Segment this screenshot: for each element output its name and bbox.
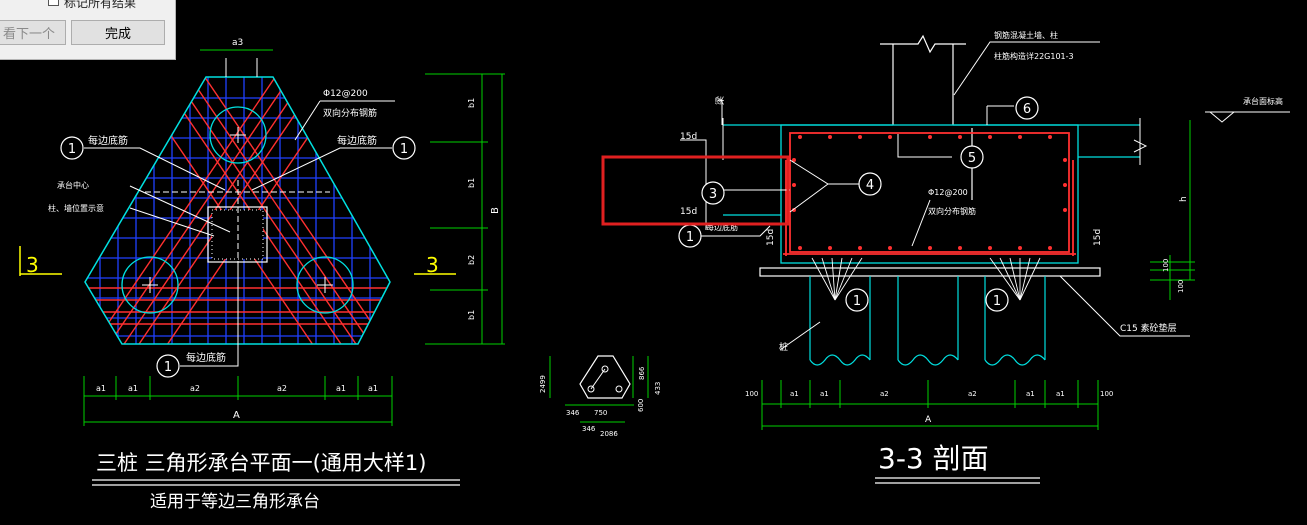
dim-15d: 15d <box>680 207 697 217</box>
edge-bar-label: 每边底筋 <box>88 134 128 147</box>
callout-1: 1 <box>400 142 408 157</box>
dim-b1: b1 <box>467 310 476 320</box>
dim-100: 100 <box>1162 259 1170 272</box>
cushion-layer <box>759 267 1101 277</box>
edge-bar-label: 每边底筋 <box>337 134 377 147</box>
pile-anchor-bars <box>811 257 1041 301</box>
dim-a1: a1 <box>336 384 346 393</box>
rebar-spec: Φ12@200 <box>928 188 968 197</box>
dim-b2: b2 <box>467 255 476 265</box>
dim-a1: a1 <box>790 390 799 398</box>
rebar-desc: 双向分布钢筋 <box>323 107 377 119</box>
pile-circle <box>209 106 267 164</box>
dim-A: A <box>925 415 932 425</box>
dim-a1: a1 <box>368 384 378 393</box>
pile-circle <box>296 256 354 314</box>
wall-column-note: 钢筋混凝土墙、柱 <box>994 30 1058 40</box>
dim-a2: a2 <box>190 384 200 393</box>
dim-2499: 2499 <box>539 375 547 393</box>
dim-a1: a1 <box>1026 390 1035 398</box>
section-title: 3-3 剖面 <box>878 442 989 475</box>
callout-1: 1 <box>686 230 694 245</box>
top-elevation-label: 承台面标高 <box>1243 96 1283 106</box>
dim-a2: a2 <box>880 390 889 398</box>
section-mark-left: 3 <box>26 253 39 277</box>
edge-bar-label: 每边底筋 <box>186 351 226 364</box>
dim-100: 100 <box>1177 280 1185 293</box>
rebar-desc: 双向分布钢筋 <box>928 206 976 216</box>
dim-h: h <box>1179 196 1189 202</box>
cap-center-label: 承台中心 <box>57 180 89 190</box>
dim-b1: b1 <box>467 98 476 108</box>
done-button[interactable]: 完成 <box>71 20 165 45</box>
small-cap-diagram: 2499 346 750 346 2086 866 433 600 <box>539 355 662 438</box>
callout-1: 1 <box>993 294 1001 309</box>
dim-2086: 2086 <box>600 430 618 438</box>
dim-a3: a3 <box>232 38 243 48</box>
callout-3: 3 <box>709 187 717 202</box>
dim-346: 346 <box>582 425 596 433</box>
dim-15d: 15d <box>1093 229 1103 246</box>
dim-A: A <box>233 410 240 421</box>
dim-100: 100 <box>745 390 758 398</box>
mark-all-label: 标记所有结果 <box>64 0 137 10</box>
section-mark-right: 3 <box>426 253 439 277</box>
dim-15d: 15d <box>680 132 697 142</box>
plan-subtitle: 适用于等边三角形承台 <box>150 492 320 512</box>
callout-1: 1 <box>164 360 172 375</box>
mark-all-checkbox[interactable] <box>48 0 59 6</box>
piles <box>809 276 1046 366</box>
dim-a2: a2 <box>277 384 287 393</box>
pile-label: 桩 <box>779 341 788 353</box>
dim-346: 346 <box>566 409 580 417</box>
find-next-button[interactable]: 看下一个 <box>0 20 66 45</box>
callout-6: 5 <box>968 151 976 166</box>
dim-15d: 15d <box>766 229 776 246</box>
callout-5: 6 <box>1023 102 1031 117</box>
highlight-box <box>601 155 790 226</box>
plan-title: 三桩 三角形承台平面一(通用大样1) <box>96 451 426 475</box>
pile-circle <box>121 256 179 314</box>
dim-100: 100 <box>1100 390 1113 398</box>
dim-B: B <box>490 207 501 214</box>
dim-a1: a1 <box>820 390 829 398</box>
dim-a1: a1 <box>1056 390 1065 398</box>
dim-750: 750 <box>594 409 607 417</box>
rebar-spec: Φ12@200 <box>323 89 368 99</box>
dim-600: 600 <box>637 399 645 412</box>
dim-a1: a1 <box>128 384 138 393</box>
column-detail-note: 柱筋构造详22G101-3 <box>994 51 1074 61</box>
edge-bar-label: 每边底筋 <box>706 222 738 232</box>
callout-4: 4 <box>866 178 874 193</box>
callout-1: 1 <box>68 142 76 157</box>
find-dialog: 标记所有结果 看下一个 完成 <box>0 0 176 60</box>
dim-a2: a2 <box>968 390 977 398</box>
section-3-3: 6 5 3 4 1 1 1 钢筋混凝土墙、柱 柱筋构造详22G101-3 梁 承… <box>678 30 1290 484</box>
callout-1: 1 <box>853 294 861 309</box>
dim-a1: a1 <box>96 384 106 393</box>
column-position-label: 柱、墙位置示意 <box>48 203 104 213</box>
dim-b1: b1 <box>467 178 476 188</box>
beam-label: 梁 <box>714 96 726 105</box>
cap-rebar-cage <box>783 132 1076 256</box>
cushion-label: C15 素砼垫层 <box>1120 322 1177 334</box>
dim-433: 433 <box>654 382 662 395</box>
dim-866: 866 <box>638 366 646 380</box>
